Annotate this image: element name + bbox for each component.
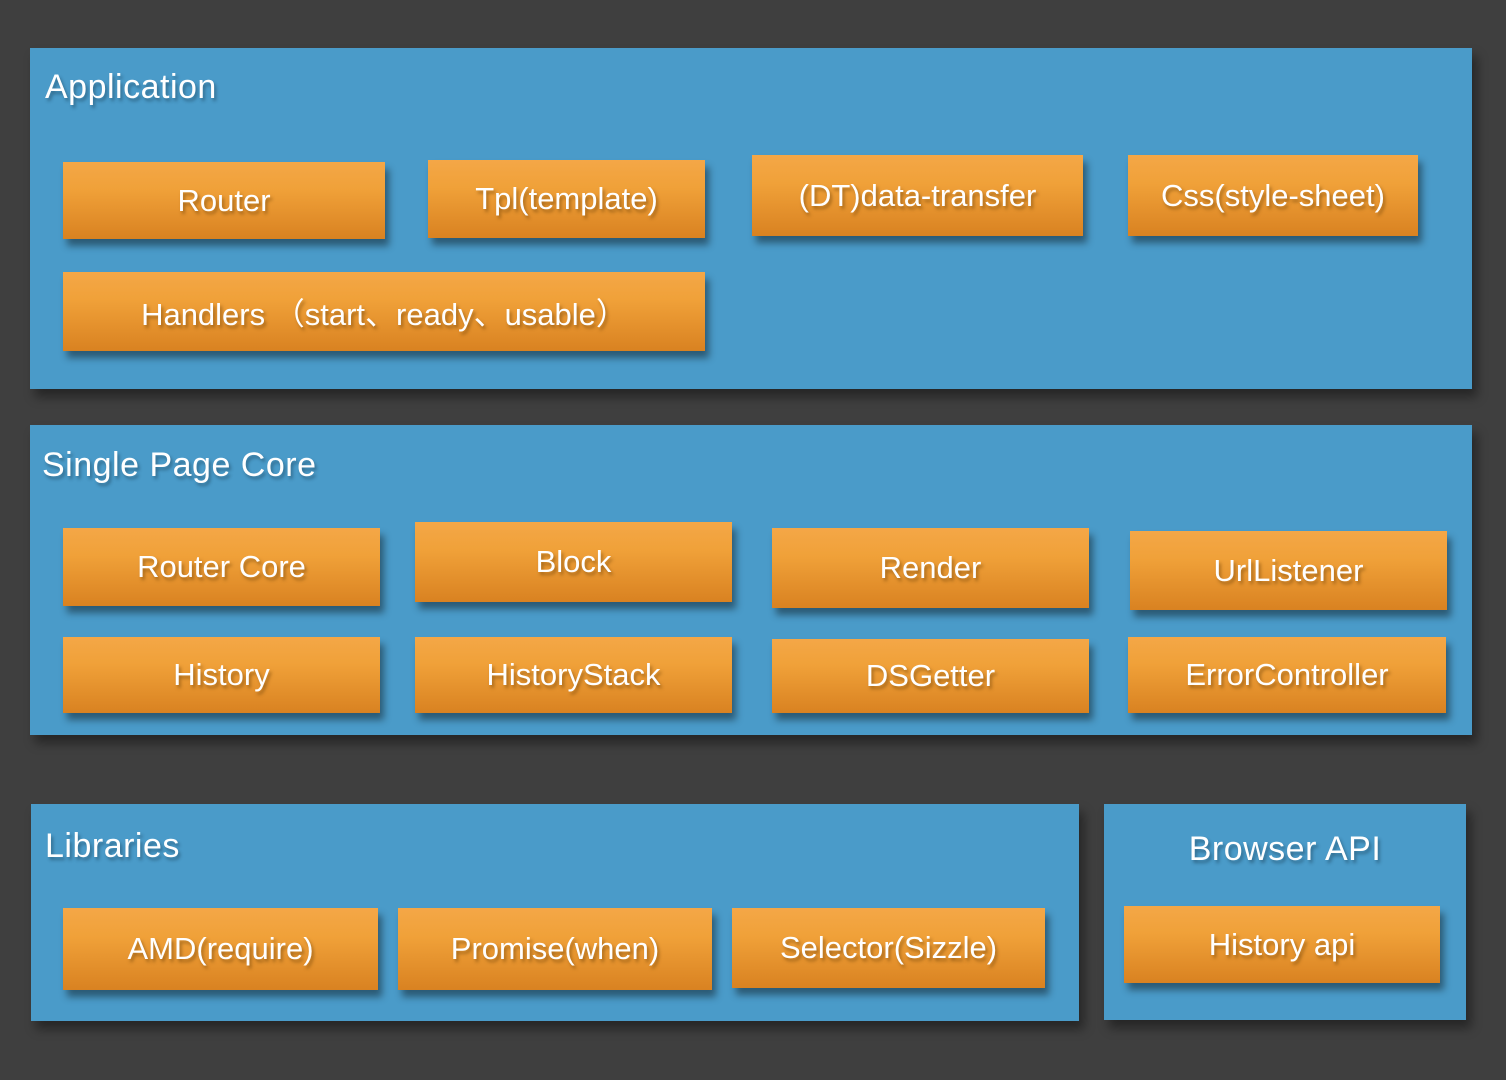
box-router: Router	[63, 162, 385, 239]
box-selector-sizzle: Selector(Sizzle)	[732, 908, 1045, 988]
box-history-stack: HistoryStack	[415, 637, 732, 713]
box-router-core: Router Core	[63, 528, 380, 606]
panel-application: Application Router Tpl(template) (DT)dat…	[30, 48, 1472, 389]
box-ds-getter: DSGetter	[772, 639, 1089, 713]
box-history-api: History api	[1124, 906, 1440, 983]
box-handlers: Handlers （start、ready、usable）	[63, 272, 705, 351]
box-render: Render	[772, 528, 1089, 608]
panel-title-application: Application	[45, 68, 217, 106]
box-history: History	[63, 637, 380, 713]
box-css-style-sheet: Css(style-sheet)	[1128, 155, 1418, 236]
panel-title-libraries: Libraries	[45, 827, 180, 865]
box-error-controller: ErrorController	[1128, 637, 1446, 713]
box-data-transfer: (DT)data-transfer	[752, 155, 1083, 236]
panel-title-single-page-core: Single Page Core	[42, 446, 317, 484]
panel-browser-api: Browser API History api	[1104, 804, 1466, 1020]
box-tpl-template: Tpl(template)	[428, 160, 705, 238]
panel-libraries: Libraries AMD(require) Promise(when) Sel…	[31, 804, 1079, 1021]
box-block: Block	[415, 522, 732, 602]
panel-title-browser-api: Browser API	[1188, 830, 1382, 868]
box-amd-require: AMD(require)	[63, 908, 378, 990]
box-promise-when: Promise(when)	[398, 908, 712, 990]
box-url-listener: UrlListener	[1130, 531, 1447, 610]
panel-single-page-core: Single Page Core Router Core Block Rende…	[30, 425, 1472, 735]
